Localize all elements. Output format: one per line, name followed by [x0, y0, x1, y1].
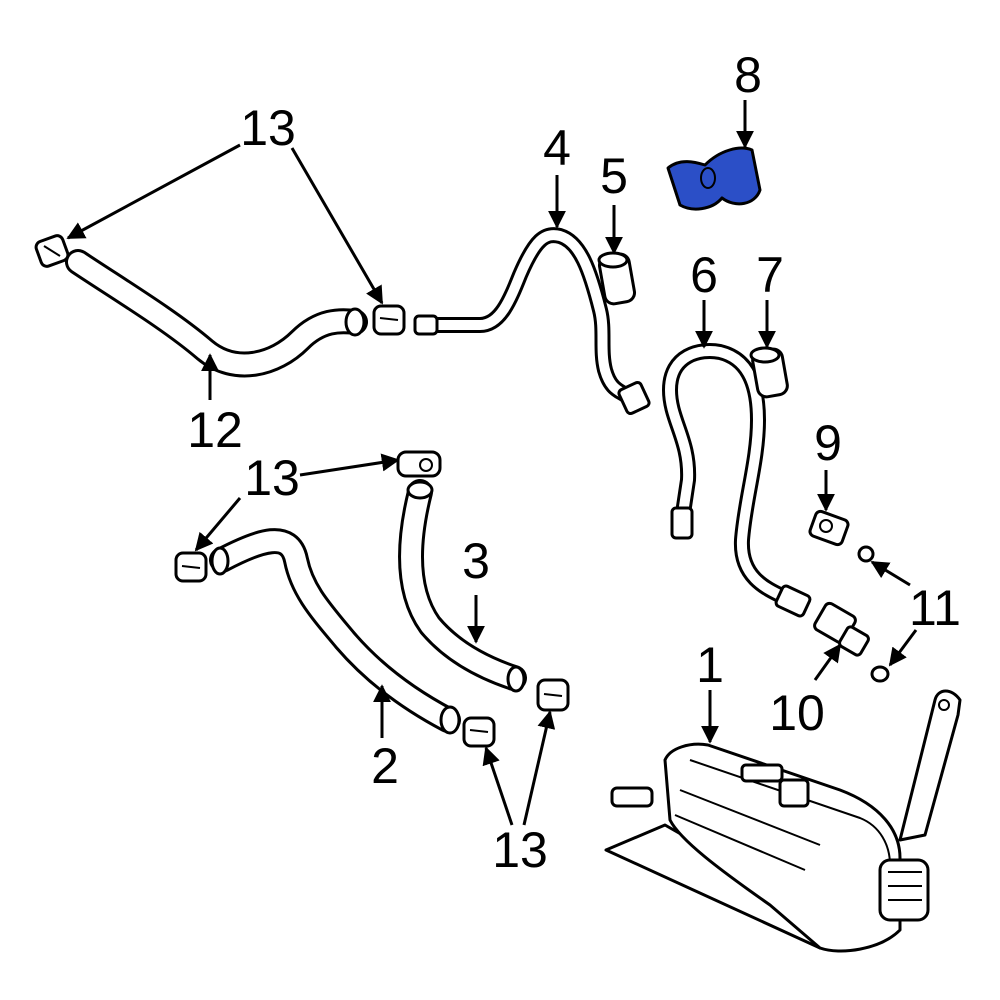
callout-5: 5 — [600, 148, 628, 204]
hose-2[interactable] — [209, 528, 461, 735]
o-ring-11-upper[interactable] — [857, 545, 875, 563]
clamp-13-mid[interactable] — [396, 450, 442, 478]
callout-1: 1 — [696, 637, 724, 693]
fitting-9[interactable] — [808, 509, 850, 547]
grommet-7[interactable] — [749, 346, 789, 399]
clamp-13-bottom-a[interactable] — [462, 716, 496, 748]
o-ring-11-lower[interactable] — [870, 665, 890, 683]
hose-3[interactable] — [398, 479, 527, 693]
clamp-13-upper-mid[interactable] — [372, 304, 406, 336]
pipe-4[interactable] — [413, 227, 651, 416]
callout-12: 12 — [187, 402, 243, 458]
clamp-13-upper-left[interactable] — [34, 234, 70, 268]
bracket-8[interactable] — [666, 146, 762, 211]
callout-10: 10 — [769, 685, 825, 741]
callout-7: 7 — [756, 247, 784, 303]
callout-8: 8 — [734, 47, 762, 103]
callout-13-middle: 13 — [244, 450, 300, 506]
callout-11: 11 — [909, 580, 961, 636]
callout-2: 2 — [371, 738, 399, 794]
callout-13-top: 13 — [240, 100, 296, 156]
grommet-5[interactable] — [597, 251, 637, 306]
fitting-10[interactable] — [813, 601, 870, 657]
cooler-1[interactable] — [604, 689, 962, 953]
clamp-13-left[interactable] — [174, 551, 208, 583]
hose-12[interactable] — [65, 249, 368, 378]
callout-4: 4 — [543, 120, 571, 176]
callout-6: 6 — [690, 247, 718, 303]
clamp-13-bottom-b[interactable] — [536, 678, 570, 712]
callout-13-bottom: 13 — [492, 822, 548, 878]
leader-lines — [66, 100, 918, 826]
callout-9: 9 — [814, 415, 842, 471]
pipe-6[interactable] — [662, 343, 812, 618]
callout-3: 3 — [462, 533, 490, 589]
